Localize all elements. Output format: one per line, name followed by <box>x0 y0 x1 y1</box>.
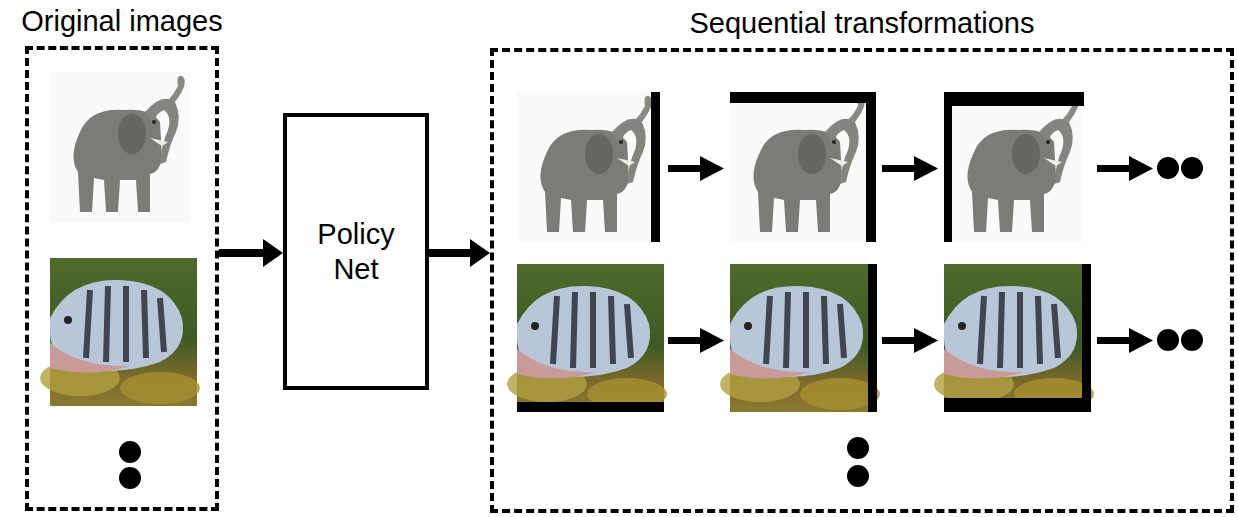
output-group: Sequential transformations <box>490 48 1234 513</box>
group-heading: Sequential transformations <box>690 6 1035 41</box>
group-heading: Original images <box>21 4 222 39</box>
process-box: Policy Net <box>283 113 429 390</box>
flow-arrow <box>429 239 490 267</box>
image-group: Original images <box>25 46 219 511</box>
flow-arrow <box>219 239 283 267</box>
box-label: Policy Net <box>300 217 412 287</box>
